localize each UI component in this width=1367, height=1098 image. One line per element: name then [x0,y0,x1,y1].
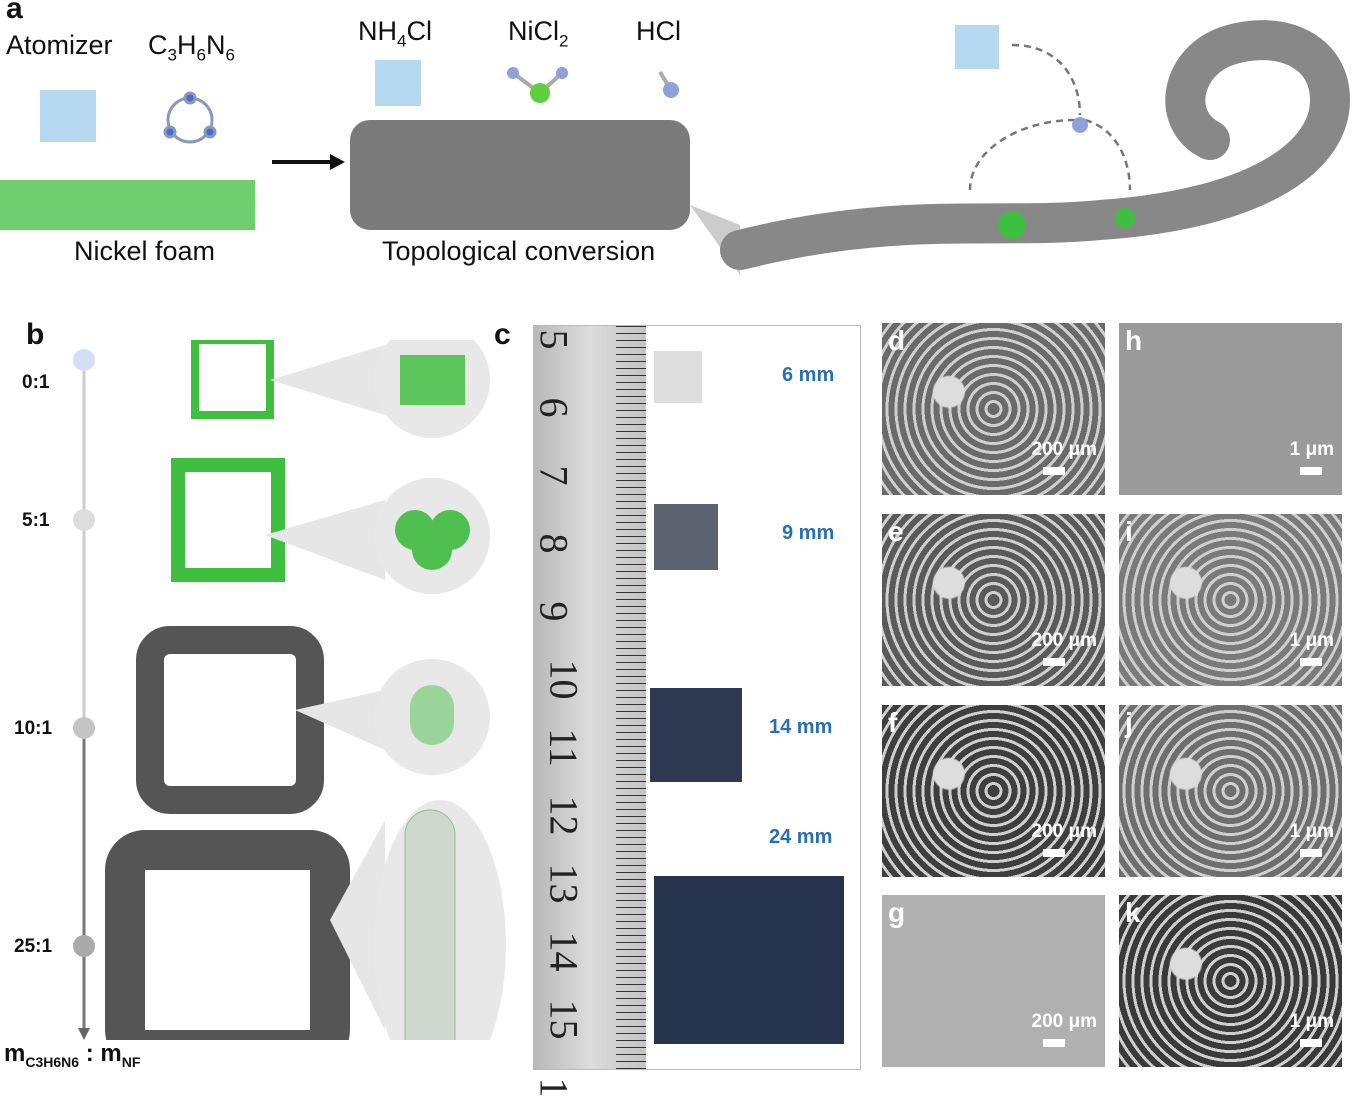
nickel-foam-label: Nickel foam [74,236,216,266]
ratio-label: 25:1 [14,936,53,957]
ruler-number: 13 [541,863,587,904]
ruler-number: 11 [540,728,586,767]
nanotube-illustration [720,20,1351,270]
ruler-number: 12 [541,795,587,836]
scale-bar-label: 200 μm [1031,630,1098,651]
sem-panel-label: e [888,516,904,547]
nicl2-label: NiCl2 [508,16,569,51]
scale-bar [1043,849,1065,857]
sem-image-h: h 1 μm [1119,323,1342,495]
nh4cl-label: NH4Cl [358,16,432,51]
sem-image-d: d 200 μm [882,323,1105,495]
foam-unit-25 [105,830,350,1040]
nicl2-molecule-icon [507,67,568,103]
ruler-number: 10 [541,659,587,700]
ruler-number: 9 [531,601,577,622]
sample-24mm [654,876,844,1044]
sem-panel-label: d [888,325,906,356]
scale-bar [1300,658,1322,666]
atomizer-label: Atomizer [6,30,113,60]
size-label: 24 mm [769,826,833,848]
arrow-icon [330,154,345,170]
panel-a-illustration [0,20,1351,275]
size-label: 9 mm [782,522,835,544]
scale-bar [1043,658,1065,666]
ratio-label: 5:1 [22,510,50,531]
ruler-number: 15 [541,999,587,1040]
ratio-marker [73,935,95,957]
scale-bar [1043,1039,1065,1047]
mass-ratio-axis-label: mC3H6N6 : mNF [4,1040,141,1070]
ratio-marker [73,349,95,371]
panel-b-illustration [73,340,506,1040]
ruler-number: 5 [531,329,577,350]
scale-bar-label: 200 μm [1031,1011,1098,1032]
ratio-label: 10:1 [14,718,53,739]
sem-image-i: i 1 μm [1119,514,1342,686]
sample-9mm [654,504,718,570]
sem-image-f: f 200 μm [882,705,1105,877]
ruler-number: 8 [531,533,577,554]
panel-a-label: a [6,0,23,25]
sample-14mm [650,688,742,782]
hcl-label: HCl [636,16,681,46]
hcl-molecule-icon [658,70,679,98]
photo-frame: 5 6 7 8 9 10 11 12 13 14 15 1 6 mm 9 mm 14 mm 24 mm [531,325,861,1098]
dashed-arrows [968,43,1132,191]
scale-bar-label: 1 μm [1289,821,1334,842]
ratio-marker [73,509,95,531]
scale-bar [1043,467,1065,475]
sem-image-g: g 200 μm [882,895,1105,1067]
topological-conversion-label: Topological conversion [382,236,656,266]
scale-bar-label: 1 μm [1289,630,1334,651]
sem-panel-label: f [888,707,898,738]
sem-image-e: e 200 μm [882,514,1105,686]
atomizer-cube-icon [40,90,96,142]
panel-c-label: c [494,318,511,351]
scale-bar [1300,849,1322,857]
sample-6mm [654,351,702,403]
scale-bar [1300,1039,1322,1047]
scale-bar-label: 200 μm [1031,439,1098,460]
nickel-foam-illustration [0,180,255,230]
sem-panel-label: j [1125,707,1133,738]
ruler-number: 1 [531,1077,577,1098]
sem-panel-label: k [1125,897,1141,928]
sem-panel-label: i [1125,516,1133,547]
ruler-number: 14 [541,931,587,972]
ratio-marker [73,717,95,739]
foam-unit-0 [191,340,274,419]
sem-image-j: j 1 μm [1119,705,1342,877]
panel-b-label: b [26,318,45,351]
ruler: 5 6 7 8 9 10 11 12 13 14 15 1 [531,326,646,1098]
nh4cl-cube-icon [375,60,421,106]
scale-bar-label: 1 μm [1289,439,1334,460]
scale-bar-label: 1 μm [1289,1011,1334,1032]
scale-bar-label: 200 μm [1031,821,1098,842]
melamine-label: C3H6N6 [148,30,235,65]
sem-panel-label: h [1125,325,1143,356]
ruler-number: 6 [531,397,577,418]
foam-unit-10 [136,626,324,814]
sem-image-k: k 1 μm [1119,895,1342,1067]
converted-foam-illustration [350,120,690,230]
ruler-number: 7 [531,465,577,486]
sem-panel-label: g [888,897,906,928]
cube-icon [955,25,999,69]
foam-unit-5 [171,458,285,582]
scale-bar [1300,467,1322,475]
size-label: 6 mm [782,364,835,386]
size-label: 14 mm [769,716,833,738]
melamine-molecule-icon [163,91,217,144]
ratio-label: 0:1 [22,372,50,393]
